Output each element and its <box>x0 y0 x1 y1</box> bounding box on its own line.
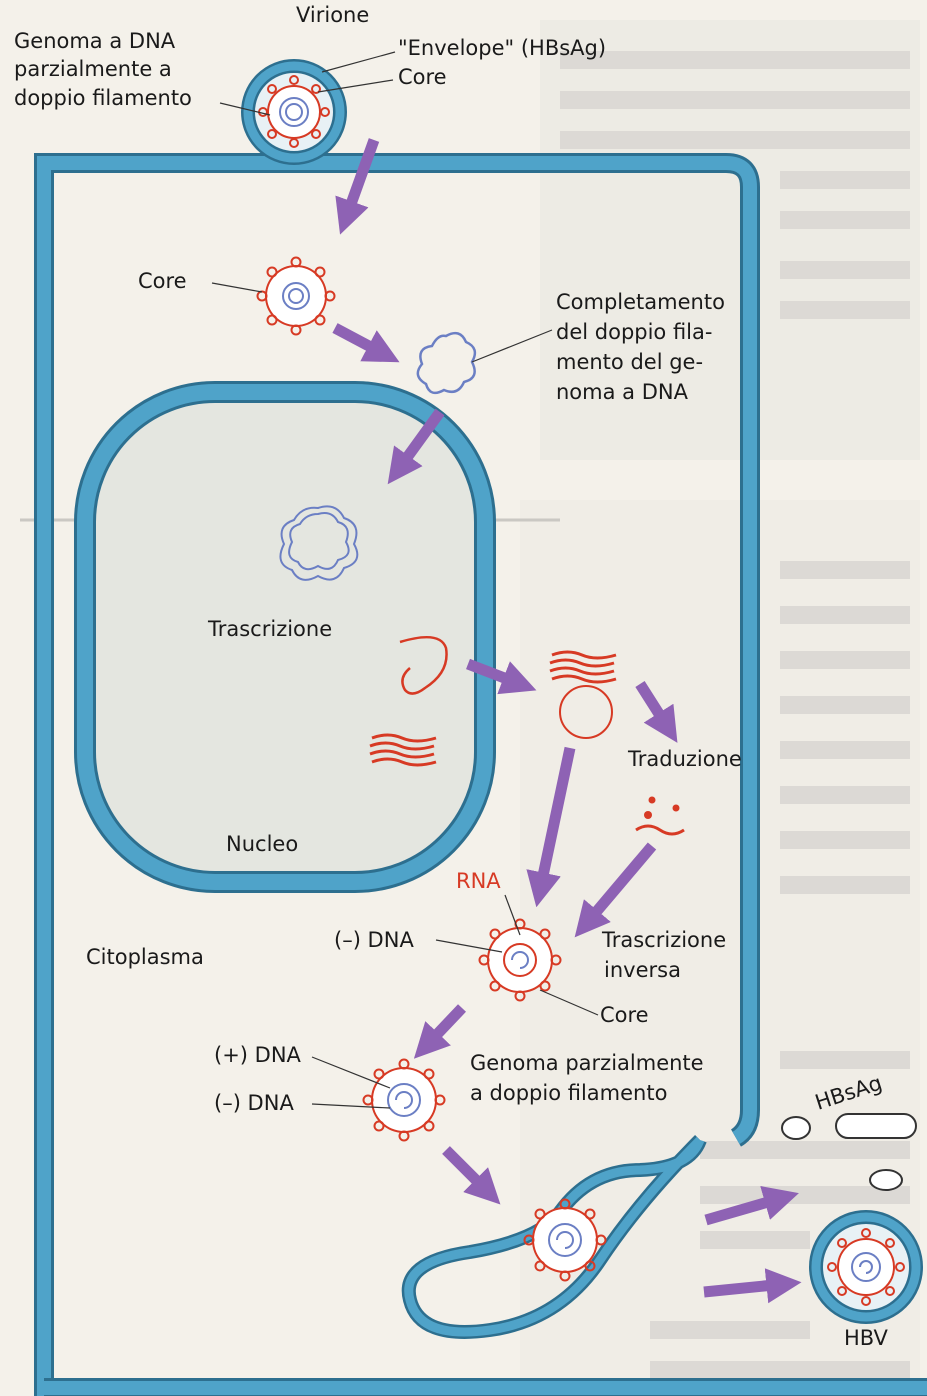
label-minus-dna-bottom: (–) DNA <box>214 1091 294 1115</box>
arrow-uncoating <box>335 328 384 354</box>
label-virione: Virione <box>296 3 369 27</box>
label-envelope: "Envelope" (HBsAg) <box>398 36 606 60</box>
label-completamento-2: del doppio fila- <box>556 320 712 344</box>
hbv-virion-released <box>816 1217 916 1317</box>
label-core-bottom: Core <box>600 1003 649 1027</box>
label-genoma-3: doppio filamento <box>14 86 192 110</box>
core-reverse-transcription <box>480 920 561 1001</box>
completed-dna-genome <box>418 333 475 393</box>
label-core-top: Core <box>398 65 447 89</box>
label-citoplasma: Citoplasma <box>86 945 204 969</box>
label-genoma-parz-1: Genoma parzialmente <box>470 1051 704 1075</box>
label-genoma-1: Genoma a DNA <box>14 29 176 53</box>
label-trascrizione: Trascrizione <box>207 617 332 641</box>
label-core-mid: Core <box>138 269 187 293</box>
label-genoma-2: parzialmente a <box>14 57 172 81</box>
arrow-entry <box>346 140 374 218</box>
label-rna: RNA <box>456 869 501 893</box>
label-trascrizione-inversa-1: Trascrizione <box>601 928 726 952</box>
arrow-reverse-transcription <box>426 1008 462 1046</box>
virion-particle <box>248 66 340 158</box>
label-hbv: HBV <box>844 1326 889 1350</box>
label-completamento-1: Completamento <box>556 290 725 314</box>
label-traduzione: Traduzione <box>627 747 742 771</box>
label-genoma-parz-2: a doppio filamento <box>470 1081 667 1105</box>
core-budding <box>525 1200 606 1281</box>
core-particle-top <box>258 258 335 335</box>
arrow-to-budding <box>446 1150 488 1192</box>
label-completamento-4: noma a DNA <box>556 380 689 404</box>
label-nucleo: Nucleo <box>226 832 298 856</box>
label-minus-dna-top: (–) DNA <box>334 928 414 952</box>
core-partial-dsdna <box>364 1060 445 1141</box>
label-plus-dna: (+) DNA <box>214 1043 302 1067</box>
label-completamento-3: mento del ge- <box>556 350 703 374</box>
label-trascrizione-inversa-2: inversa <box>604 958 681 982</box>
